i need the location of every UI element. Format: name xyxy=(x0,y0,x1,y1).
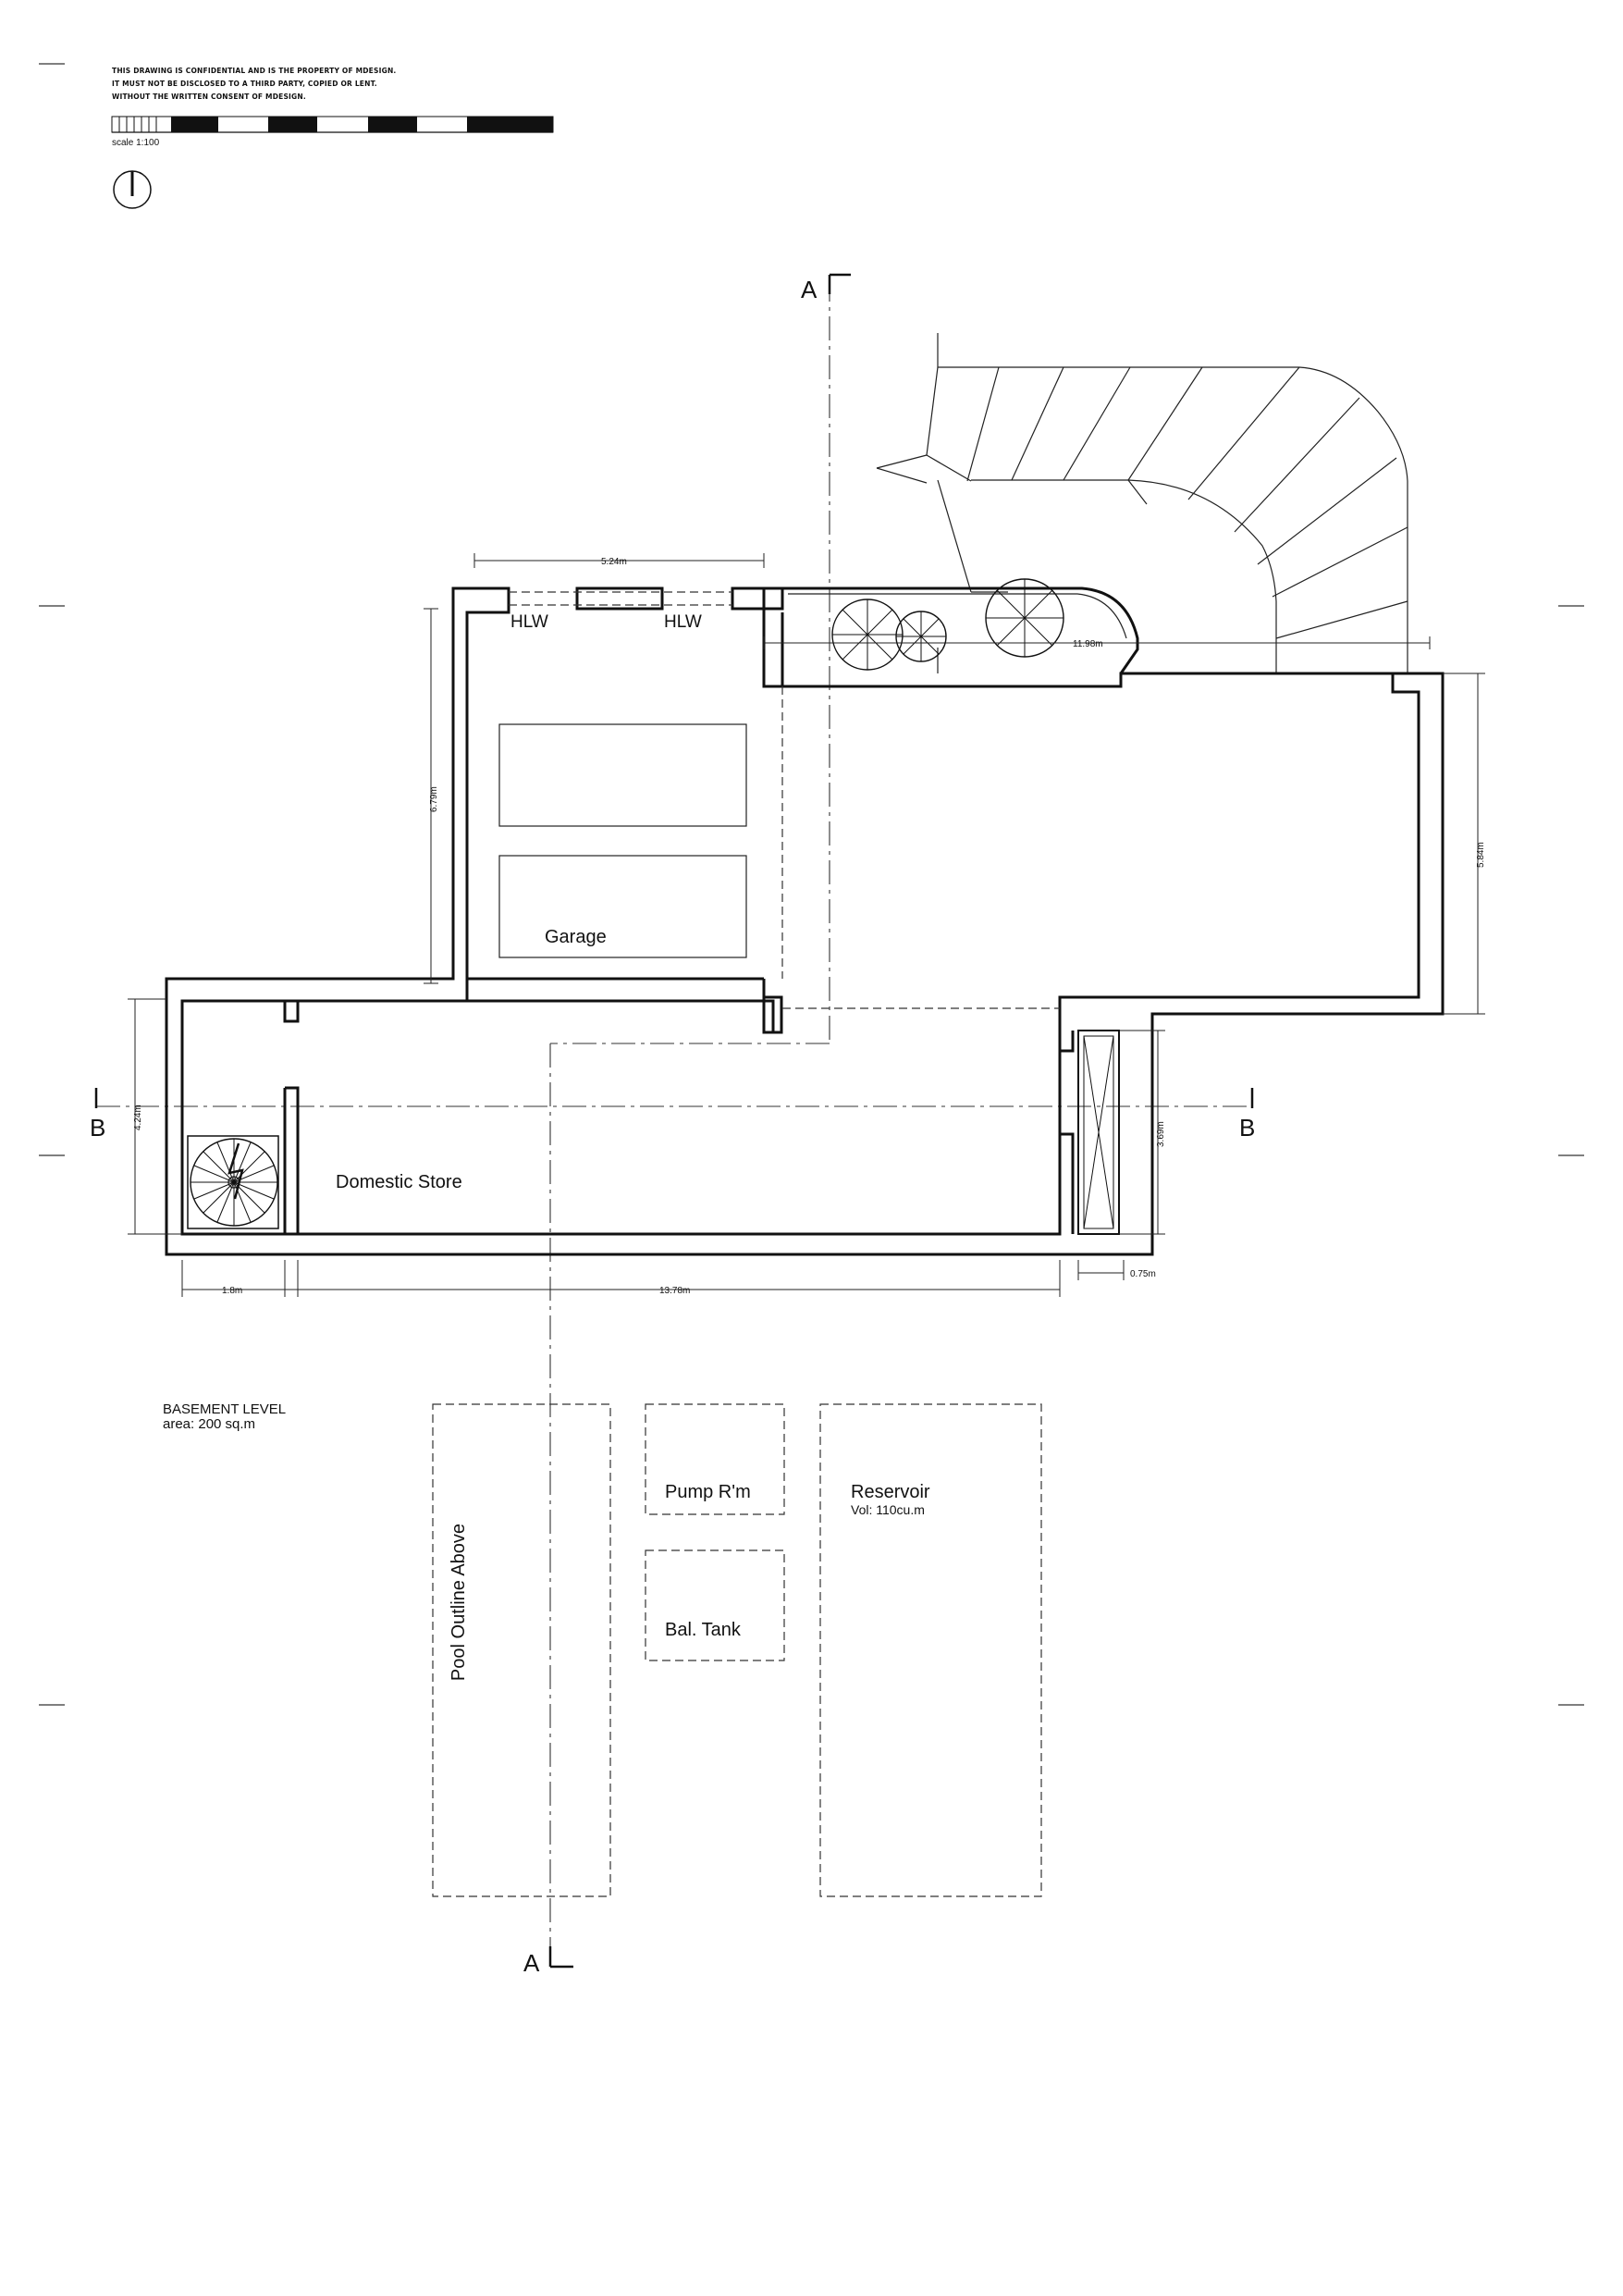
reservoir-label: Reservoir xyxy=(851,1482,930,1502)
pool-outline-label: Pool Outline Above xyxy=(449,1524,469,1681)
confidential-note-3: WITHOUT THE WRITTEN CONSENT OF MDESIGN. xyxy=(112,93,306,101)
reservoir-volume: Vol: 110cu.m xyxy=(851,1502,925,1517)
section-mark-b-left: B xyxy=(90,1114,105,1142)
level-area: area: 200 sq.m xyxy=(163,1416,255,1432)
hlw-label-left: HLW xyxy=(510,612,548,632)
external-curved-stair xyxy=(876,333,1408,674)
planter xyxy=(782,586,1139,674)
building-walls xyxy=(165,586,1445,1256)
section-line-a xyxy=(548,273,851,1969)
balance-tank xyxy=(645,1549,785,1661)
balance-tank-label: Bal. Tank xyxy=(665,1620,742,1640)
dim-bottom-left: 1.8m xyxy=(222,1286,242,1296)
lift-shaft-icon xyxy=(1077,1030,1120,1235)
pump-room-label: Pump R'm xyxy=(665,1482,751,1502)
scale-label: scale 1:100 xyxy=(112,138,160,148)
dim-bottom-right: 0.75m xyxy=(1130,1269,1156,1279)
dim-stair-width: 11.98m xyxy=(1073,639,1103,649)
tree-icon xyxy=(985,578,1064,658)
high-level-window-lines xyxy=(509,591,1060,1009)
parking-bay xyxy=(498,723,747,827)
dim-store-height: 4.24m xyxy=(133,1105,143,1130)
parking-bay xyxy=(498,855,747,958)
confidential-note-1: THIS DRAWING IS CONFIDENTIAL AND IS THE … xyxy=(112,67,396,75)
dim-bottom-main: 13.78m xyxy=(659,1286,690,1296)
sheet-margin-ticks xyxy=(39,63,1584,1706)
reservoir xyxy=(819,1403,1042,1897)
confidential-note-2: IT MUST NOT BE DISCLOSED TO A THIRD PART… xyxy=(112,80,377,88)
section-mark-a-top: A xyxy=(801,276,818,303)
scale-bar xyxy=(111,116,554,133)
tree-icon xyxy=(831,599,904,671)
hlw-label-right: HLW xyxy=(664,612,702,632)
north-arrow-icon xyxy=(113,170,152,209)
dim-top-width: 5.24m xyxy=(601,557,627,567)
dim-lift-height: 3.69m xyxy=(1156,1121,1166,1147)
level-name: BASEMENT LEVEL xyxy=(163,1401,286,1417)
dim-right-height: 5.84m xyxy=(1476,842,1486,868)
section-mark-a-bottom: A xyxy=(523,1949,540,1977)
dim-left-height: 6.79m xyxy=(429,786,439,812)
section-line-b xyxy=(94,1088,1254,1108)
pool-outline xyxy=(432,1403,611,1897)
dimension-lines xyxy=(128,553,1485,1297)
tree-icon xyxy=(895,611,947,662)
section-mark-b-right: B xyxy=(1239,1114,1255,1142)
domestic-store-label: Domestic Store xyxy=(336,1172,462,1192)
garage-label: Garage xyxy=(545,927,607,947)
spiral-stair-icon xyxy=(187,1135,279,1229)
pump-room xyxy=(645,1403,785,1515)
